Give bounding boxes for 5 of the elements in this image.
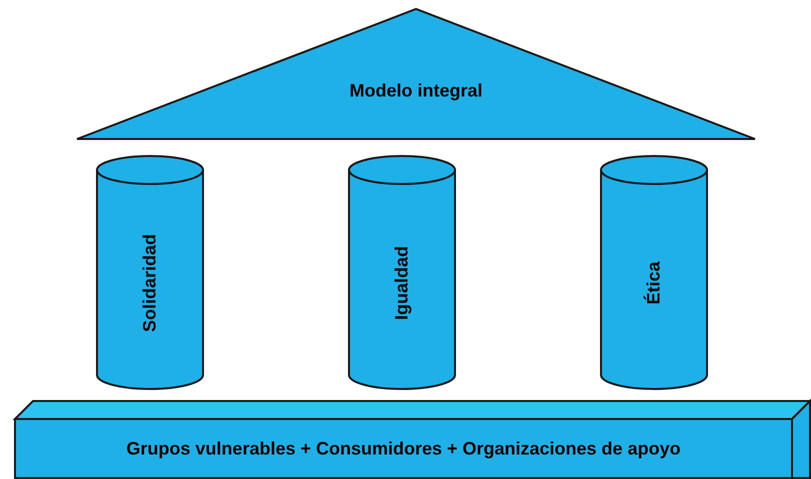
roof-label: Modelo integral xyxy=(350,80,482,102)
pillar-label: Solidaridad xyxy=(140,234,160,332)
pillar-label: Ética xyxy=(644,260,664,304)
pillar-label: Igualdad xyxy=(392,246,412,320)
foundation-label: Grupos vulnerables + Consumidores + Organizaciones de apoyo xyxy=(126,438,681,459)
